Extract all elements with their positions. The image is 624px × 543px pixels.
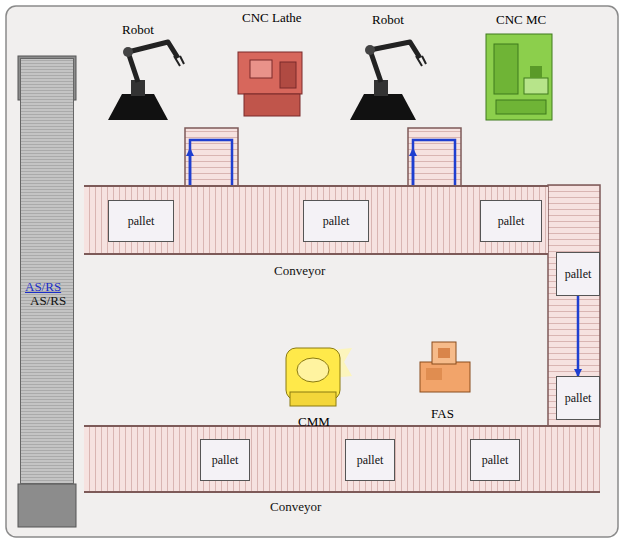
- pallet-box: pallet: [108, 200, 174, 242]
- side-conveyor: [548, 185, 600, 427]
- pallet-label: pallet: [357, 453, 384, 468]
- machine-label: CNC Lathe: [242, 10, 302, 26]
- machine-label: CMM: [298, 414, 330, 430]
- cmm-machine: [286, 348, 352, 406]
- asrs-label: AS/RS: [25, 279, 61, 295]
- pallet-box: pallet: [556, 252, 600, 296]
- machine-label: Robot: [372, 12, 404, 28]
- cnc-lathe: [238, 52, 302, 116]
- pallet-label: pallet: [128, 214, 155, 229]
- conveyor-label: Conveyor: [270, 499, 321, 515]
- asrs-column: AS/RSAS/RS: [20, 58, 74, 484]
- machine-label: FAS: [431, 406, 454, 422]
- pallet-box: pallet: [470, 439, 520, 481]
- pallet-label: pallet: [212, 453, 239, 468]
- conveyor-band: Conveyorpalletpalletpallet: [84, 425, 600, 493]
- pallet-box: pallet: [556, 376, 600, 420]
- feeder-conveyor: [185, 128, 238, 187]
- machine-label: CNC MC: [496, 12, 546, 28]
- pallet-box: pallet: [200, 439, 250, 481]
- pallet-label: pallet: [323, 214, 350, 229]
- frame: [6, 6, 618, 537]
- pallet-label: pallet: [565, 391, 592, 406]
- feeder-conveyor: [408, 128, 461, 187]
- pallet-label: pallet: [565, 267, 592, 282]
- pallet-box: pallet: [303, 200, 369, 242]
- machine-label: Robot: [122, 22, 154, 38]
- asrs-cap: [18, 484, 76, 527]
- fas-station: [420, 342, 470, 392]
- pallet-box: pallet: [345, 439, 395, 481]
- pallet-label: pallet: [498, 214, 525, 229]
- pallet-box: pallet: [480, 200, 542, 242]
- asrs-label: AS/RS: [30, 293, 66, 309]
- cnc-machining-center: [486, 34, 552, 120]
- conveyor-label: Conveyor: [274, 263, 325, 279]
- conveyor-band: Conveyorpalletpalletpallet: [84, 185, 548, 255]
- robot-arm: [108, 42, 184, 120]
- robot-arm: [350, 42, 426, 120]
- pallet-label: pallet: [482, 453, 509, 468]
- flow-arrow: [577, 296, 580, 376]
